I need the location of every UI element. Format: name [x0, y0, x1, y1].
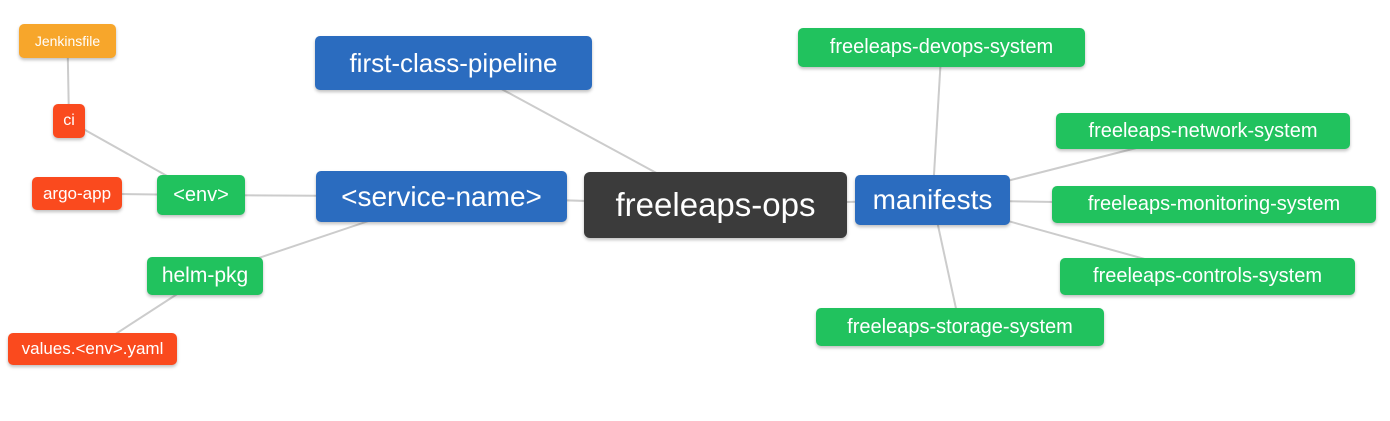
node-ci[interactable]: ci — [53, 104, 85, 138]
node-freeleaps-storage-system[interactable]: freeleaps-storage-system — [816, 308, 1104, 346]
node-freeleaps-network-system[interactable]: freeleaps-network-system — [1056, 113, 1350, 149]
node-argo-app[interactable]: argo-app — [32, 177, 122, 210]
node-freeleaps-controls-system[interactable]: freeleaps-controls-system — [1060, 258, 1355, 295]
node-env[interactable]: <env> — [157, 175, 245, 215]
node-helm-pkg[interactable]: helm-pkg — [147, 257, 263, 295]
node-service-name[interactable]: <service-name> — [316, 171, 567, 222]
node-freeleaps-monitoring-system[interactable]: freeleaps-monitoring-system — [1052, 186, 1376, 223]
node-freeleaps-ops-root[interactable]: freeleaps-ops — [584, 172, 847, 238]
node-freeleaps-devops-system[interactable]: freeleaps-devops-system — [798, 28, 1085, 67]
node-first-class-pipeline[interactable]: first-class-pipeline — [315, 36, 592, 90]
node-values-env-yaml[interactable]: values.<env>.yaml — [8, 333, 177, 365]
edge-manifests-devops-system — [931, 47, 943, 201]
node-jenkinsfile[interactable]: Jenkinsfile — [19, 24, 116, 58]
node-manifests[interactable]: manifests — [855, 175, 1010, 225]
